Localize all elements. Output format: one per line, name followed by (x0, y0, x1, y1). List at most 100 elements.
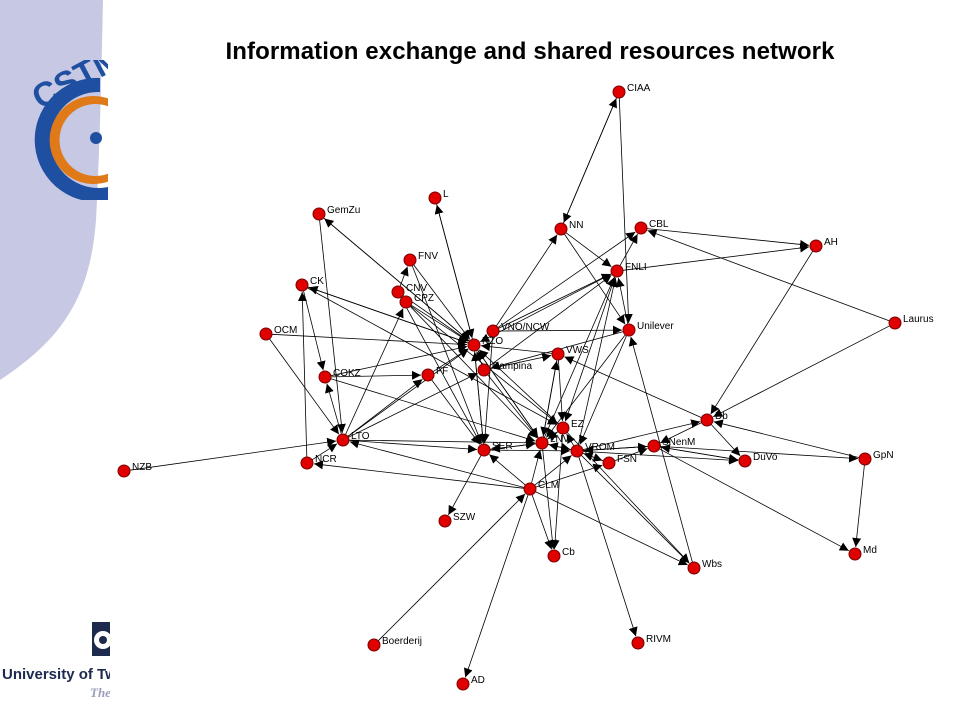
edge-nn-to-fnli (565, 232, 612, 268)
edge-cnv-to-fnv (399, 266, 409, 287)
edge-ah-to-db (710, 250, 814, 415)
edge-unilever-to-vrom (579, 335, 627, 445)
edge-ncr-to-lto (311, 443, 338, 461)
node-marker (312, 207, 326, 221)
node-marker (318, 370, 332, 384)
edge-vrom-to-fnli (577, 277, 618, 446)
edge-wbs-to-unilever (628, 336, 693, 563)
node-marker (295, 278, 309, 292)
edge-ck-to-cokz (303, 290, 326, 371)
edge-laurus-to-db (713, 325, 890, 418)
node-label: FF (436, 366, 448, 377)
node-label: CNV (406, 283, 427, 294)
node-marker (631, 636, 645, 650)
edge-laurus-to-cbl (647, 229, 890, 322)
edge-lnv-to-vws (542, 360, 560, 438)
node-label: DuVo (753, 452, 778, 463)
edge-snenm-to-md (659, 448, 849, 552)
node-szw: SZW (438, 512, 476, 528)
node-label: Db (715, 411, 728, 422)
edge-fnv-to-nzo (413, 264, 471, 340)
node-marker (687, 561, 701, 575)
node-l: L (428, 189, 449, 205)
node-label: AH (824, 237, 838, 248)
node-lto: LTO (336, 431, 370, 447)
edge-ser-to-vrom (489, 446, 571, 456)
edge-clm-to-ncr (313, 460, 525, 489)
node-label: NCR (315, 454, 337, 465)
edge-vws-to-ez (557, 359, 567, 422)
node-marker (547, 549, 561, 563)
node-label: Boerderij (382, 636, 422, 647)
university-logo: University of Twente The entrepreneurial… (2, 622, 148, 700)
node-campina: Campina (477, 361, 532, 377)
university-name: University of Twente (2, 666, 148, 683)
edge-gpn-to-md (852, 464, 865, 548)
edge-campina-to-lnv (487, 374, 538, 438)
node-marker (570, 444, 584, 458)
edge-campina-to-nzo (475, 351, 485, 365)
node-label: CK (310, 276, 324, 287)
logo-dot (90, 132, 102, 144)
edge-cokz-to-ff (330, 370, 422, 380)
edge-cokz-to-lnv (330, 378, 536, 443)
node-marker (391, 285, 405, 299)
edge-cpz-to-lnv (409, 306, 538, 439)
edge-ser-to-lnv (489, 440, 536, 450)
node-marker (456, 677, 470, 691)
edge-snenm-to-gpn (659, 446, 859, 463)
node-gpn: GpN (858, 450, 894, 466)
edge-vrom-to-wbs (580, 454, 690, 564)
node-marker (888, 316, 902, 330)
edge-clm-to-cb (531, 494, 553, 550)
node-label: CIAA (627, 83, 651, 94)
node-laurus: Laurus (888, 314, 934, 330)
edge-nzo-to-ck (308, 286, 469, 344)
edge-cokz-to-nzo (330, 343, 468, 377)
edge-ck-to-ez (307, 287, 558, 425)
node-label: L (443, 189, 449, 200)
logo-blue-arc (34, 77, 108, 200)
node-label: CBL (649, 219, 669, 230)
node-fnv: FNV (403, 251, 438, 267)
edge-vno-ncw-to-unilever (498, 325, 623, 335)
node-label: FSN (617, 454, 637, 465)
edge-gemzu-to-lto (319, 219, 346, 434)
node-label: RIVM (646, 634, 671, 645)
edge-lto-to-ff (347, 378, 423, 437)
node-ah: AH (809, 237, 838, 253)
edge-vno-ncw-to-ser (480, 336, 493, 444)
node-label: Laurus (903, 314, 934, 325)
node-label: COKZ (333, 368, 361, 379)
node-marker (438, 514, 452, 528)
node-label: VROM (585, 442, 615, 453)
node-label: FNV (418, 251, 438, 262)
node-nzo: NZO (467, 336, 503, 352)
node-marker (634, 221, 648, 235)
node-md: Md (848, 545, 877, 561)
edge-fnli-to-ah (622, 243, 810, 271)
edge-vrom-to-ez (566, 433, 576, 447)
edge-cbl-to-ah (646, 228, 810, 249)
node-snenm: SNenM (647, 437, 695, 453)
edge-lto-to-cpz (345, 308, 404, 435)
node-label: SNenM (662, 437, 695, 448)
edge-ez-to-nzo (478, 349, 559, 425)
edge-vno-ncw-to-fnli (498, 273, 611, 329)
node-label: SER (492, 441, 513, 452)
edge-clm-to-ser (489, 454, 526, 486)
node-marker (556, 421, 570, 435)
edge-lto-to-ser (348, 440, 478, 454)
edge-duvo-to-snenm (660, 444, 740, 461)
edge-clm-to-fsn (535, 463, 603, 488)
node-marker (428, 191, 442, 205)
node-label: NN (569, 220, 583, 231)
node-marker (602, 456, 616, 470)
node-cpz: CPZ (399, 293, 434, 309)
edge-lnv-to-cb (542, 448, 557, 550)
edge-ez-to-cb (550, 433, 563, 550)
node-ciaa: CIAA (612, 83, 651, 99)
node-marker (477, 363, 491, 377)
edge-clm-to-lnv (531, 449, 543, 484)
